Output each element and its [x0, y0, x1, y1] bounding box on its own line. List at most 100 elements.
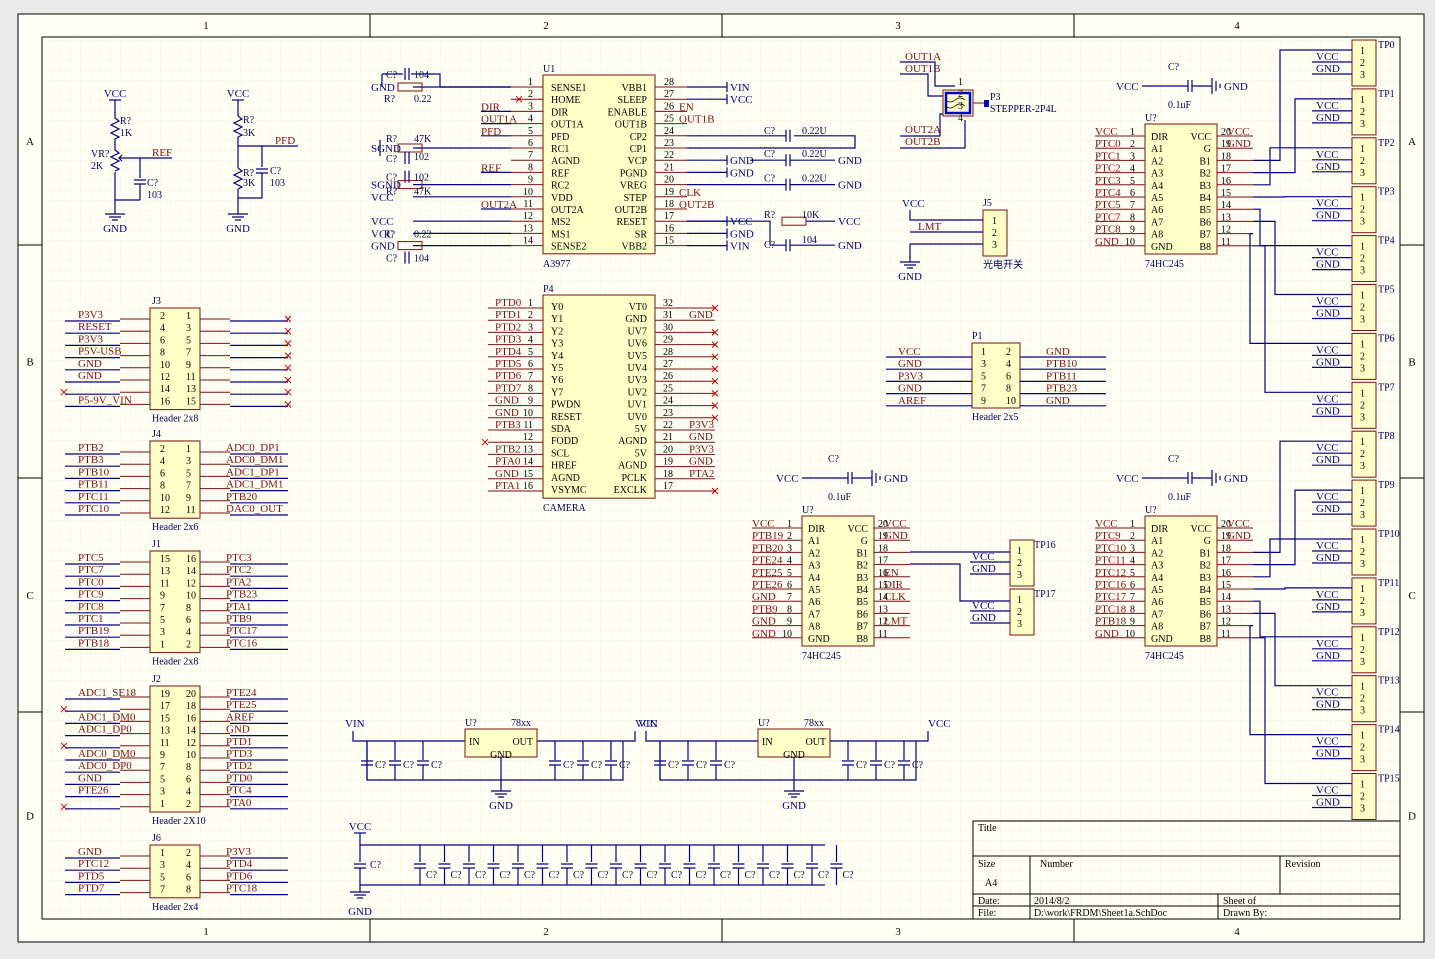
pin-number: 2	[1130, 531, 1135, 542]
net-label: PTC17	[1095, 591, 1127, 603]
regulator-body	[757, 728, 831, 758]
tp-body	[1351, 528, 1377, 576]
no-connect-mark	[711, 402, 719, 409]
zone-label-right: C	[1408, 590, 1415, 602]
pin-name: Y0	[551, 302, 563, 313]
tp-vcc: VCC	[1316, 296, 1339, 308]
pin-number: 20	[664, 175, 674, 186]
no-connect-mark	[711, 365, 719, 373]
net-label: PTB3	[78, 454, 104, 466]
net-pfd: PFD	[275, 135, 295, 147]
date-value: 2014/8/2	[1034, 896, 1070, 907]
pin-number: 3	[160, 860, 165, 871]
pin-number: 19	[663, 457, 673, 468]
pin-number: 26	[663, 371, 673, 382]
pin-number: 10	[523, 408, 533, 419]
tp-pin-number: 1	[1360, 535, 1365, 546]
pin-name: B8	[1199, 634, 1211, 645]
pin-number: 7	[787, 592, 792, 603]
pin-number: 6	[528, 138, 533, 149]
pin-number: 10	[782, 629, 792, 640]
net-label: P3V3	[78, 333, 104, 345]
regulator-gnd: GND	[490, 750, 512, 761]
pin-number: 11	[160, 578, 170, 589]
net-label: ADC0_DM1	[226, 454, 283, 466]
net-label: PTD7	[495, 382, 522, 394]
pin-number: 24	[664, 126, 674, 137]
tp-label: TP14	[1378, 725, 1400, 736]
net-label: GND	[898, 383, 922, 395]
header-name: Header 2x8	[152, 657, 198, 668]
tp-gnd: GND	[1316, 797, 1340, 809]
net-label: PTB2	[495, 443, 521, 455]
pin-name: B5	[1199, 205, 1211, 216]
pin-number: 17	[160, 701, 170, 712]
net-label: PTB9	[226, 613, 252, 625]
pin-number: 4	[1130, 556, 1135, 567]
hc245-body	[1144, 515, 1218, 647]
tp-pin-number: 1	[1360, 242, 1365, 253]
net-ref: REF	[152, 147, 172, 159]
res-val: 47K	[414, 134, 432, 145]
pin-name: B7	[1199, 230, 1211, 241]
wire	[1253, 98, 1312, 174]
regulator-body	[464, 728, 538, 758]
pin-name: MS1	[551, 229, 570, 240]
net-label: PTC1	[78, 613, 104, 625]
pin-number: 1	[1130, 127, 1135, 138]
tp-pin-number: 3	[1360, 608, 1365, 619]
pin-name: B2	[1199, 169, 1211, 180]
pin-name: REF	[551, 168, 570, 179]
pin-number: 11	[186, 372, 196, 383]
tp-pin-number: 2	[1017, 607, 1022, 618]
pin-number: 26	[664, 101, 674, 112]
pin-name: B4	[1199, 585, 1211, 596]
wire	[1249, 233, 1312, 344]
tp-gnd: GND	[1316, 63, 1340, 75]
pin-name: Y3	[551, 339, 563, 350]
c-ref: C?	[147, 178, 159, 189]
pin-name: AGND	[618, 461, 647, 472]
res-val: 0.22	[414, 94, 432, 105]
pin-number: 28	[663, 347, 673, 358]
pin-number: 11	[523, 199, 533, 210]
pin-name: A5	[1151, 193, 1163, 204]
resistor-zigzag	[232, 115, 244, 138]
zone-label-top: 4	[1234, 20, 1240, 32]
pin-number: 1	[1130, 519, 1135, 530]
net-label: LMT	[884, 616, 908, 628]
no-connect-mark	[60, 705, 68, 713]
cap-val: 0.1uF	[828, 492, 852, 503]
net-vcc: VCC	[730, 94, 753, 106]
pin-number: 15	[664, 236, 674, 247]
net-label: PTC4	[1095, 187, 1121, 199]
pot-zigzag	[109, 149, 121, 172]
pin-number: 5	[160, 872, 165, 883]
pin-number: 6	[186, 872, 191, 883]
header-designator: J3	[152, 296, 161, 307]
cap-ref: C?	[884, 760, 896, 771]
net-label: PTB23	[226, 589, 258, 601]
wire	[1253, 440, 1312, 553]
net-label: PTE26	[752, 579, 783, 591]
tp-pin-number: 3	[1360, 804, 1365, 815]
cap-ref: C?	[696, 760, 708, 771]
zone-label-right: A	[1408, 136, 1416, 148]
pin-name: B6	[1199, 217, 1211, 228]
tp-pin-number: 1	[1360, 339, 1365, 350]
net-label: DIR	[884, 579, 904, 591]
pin-number: 19	[664, 187, 674, 198]
cap-ref: C?	[386, 70, 398, 81]
net-label: GND	[78, 772, 102, 784]
pin-name: CP1	[630, 144, 647, 155]
vcc-label: VCC	[928, 718, 951, 730]
wire	[1253, 220, 1312, 296]
pin-number: 14	[878, 592, 888, 603]
camera-body	[542, 294, 656, 499]
pin-number: 2	[186, 639, 191, 650]
capacitor-symbol	[404, 68, 410, 80]
tp-pin-number: 2	[1360, 156, 1365, 167]
pin-name: B3	[1199, 181, 1211, 192]
net-label: ADC1_DP0	[78, 724, 132, 736]
cap-ref: C?	[619, 760, 631, 771]
